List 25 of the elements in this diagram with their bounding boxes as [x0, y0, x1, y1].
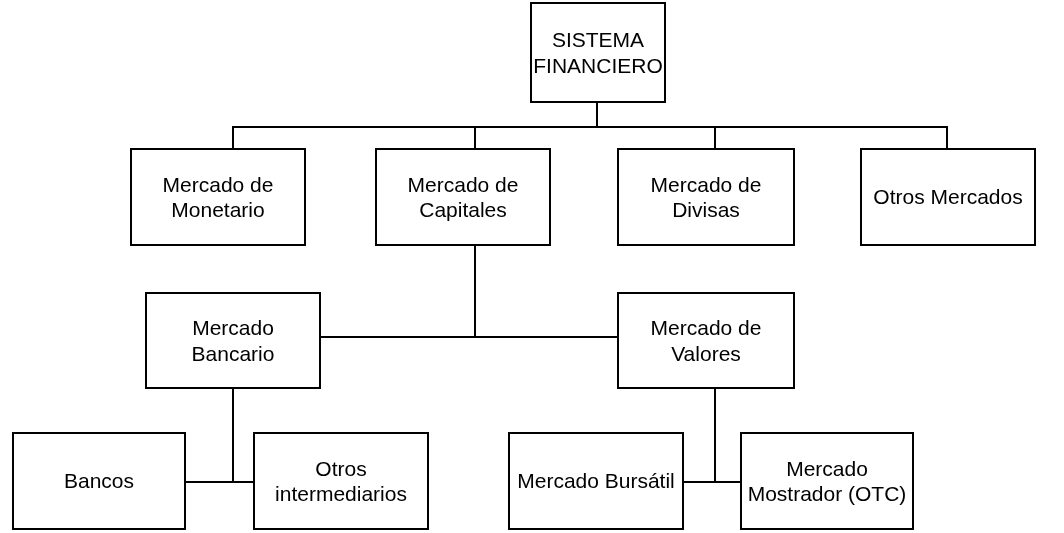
- org-box: [12, 432, 186, 530]
- org-box: [530, 2, 666, 103]
- connector-line: [474, 245, 618, 338]
- box-label: Mercado de Valores: [649, 315, 763, 366]
- box-label: Mercado de Capitales: [406, 171, 520, 223]
- box-label: SISTEMA FINANCIERO: [533, 27, 663, 78]
- box-label: Mercado de Monetario: [161, 171, 275, 223]
- org-box: [253, 432, 429, 530]
- org-box: [508, 432, 684, 530]
- connector-line: [714, 388, 741, 483]
- box-label: Otros Mercados: [873, 184, 1023, 210]
- box-label: Mercado Bancario: [190, 315, 276, 366]
- org-box: [145, 292, 321, 389]
- box-label: Bancos: [63, 468, 134, 494]
- org-box: [375, 148, 551, 246]
- org-box: [130, 148, 306, 246]
- org-box: [617, 148, 795, 246]
- box-label: Otros intermediarios: [274, 455, 408, 507]
- box-label: Mercado Mostrador (OTC): [746, 455, 908, 507]
- connector-line: [232, 388, 254, 483]
- org-box: [860, 148, 1036, 246]
- org-box: [740, 432, 914, 530]
- box-label: Mercado de Divisas: [649, 171, 763, 223]
- box-label: Mercado Bursátil: [517, 468, 675, 494]
- org-box: [617, 292, 795, 389]
